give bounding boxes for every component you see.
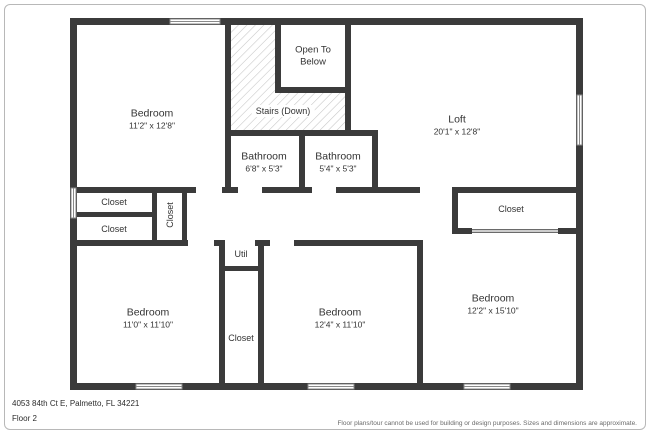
floor-label: Floor 2 bbox=[12, 414, 37, 423]
room-dims-bedroom-bottom-right: 12'2" x 15'10" bbox=[467, 305, 519, 316]
window-symbols bbox=[70, 18, 583, 390]
room-label-bathroom-right: Bathroom 5'4" x 5'3" bbox=[315, 151, 361, 174]
room-dims-bedroom-top-left: 11'2" x 12'8" bbox=[129, 120, 175, 131]
room-label-bedroom-bottom-right: Bedroom 12'2" x 15'10" bbox=[467, 293, 518, 316]
room-label-bedroom-top-left: Bedroom 11'2" x 12'8" bbox=[129, 108, 175, 131]
disclaimer-text: Floor plans/tour cannot be used for buil… bbox=[337, 420, 637, 427]
room-name-loft: Loft bbox=[448, 113, 466, 126]
property-address: 4053 84th Ct E, Palmetto, FL 34221 bbox=[12, 399, 140, 408]
room-dims-bedroom-bottom-center: 12'4" x 11'10" bbox=[314, 319, 366, 330]
closet-left-upper-label: Closet bbox=[101, 197, 127, 207]
room-name-bedroom-top-left: Bedroom bbox=[130, 107, 174, 120]
room-name-bedroom-bottom-right: Bedroom bbox=[471, 292, 515, 305]
room-name-bedroom-bottom-left: Bedroom bbox=[126, 306, 170, 319]
closet-bottom-label: Closet bbox=[228, 333, 254, 343]
open-to-below-label: Open To Below bbox=[295, 45, 331, 70]
closet-left-lower-label: Closet bbox=[101, 224, 127, 234]
room-label-bedroom-bottom-center: Bedroom 12'4" x 11'10" bbox=[315, 307, 366, 330]
stairs-hatch-area bbox=[231, 25, 345, 130]
open-to-below-line2: Below bbox=[300, 57, 326, 68]
room-name-bathroom-right: Bathroom bbox=[315, 150, 361, 163]
room-dims-bathroom-right: 5'4" x 5'3" bbox=[319, 163, 357, 174]
closet-left-vertical-label: Closet bbox=[165, 202, 175, 228]
open-to-below-line1: Open To bbox=[295, 44, 331, 56]
room-label-bathroom-left: Bathroom 6'8" x 5'3" bbox=[241, 151, 287, 174]
stairs-label: Stairs (Down) bbox=[251, 105, 315, 117]
room-dims-bathroom-left: 6'8" x 5'3" bbox=[245, 163, 283, 174]
room-label-loft: Loft 20'1" x 12'8" bbox=[434, 114, 481, 137]
room-dims-bedroom-bottom-left: 11'0" x 11'10" bbox=[122, 319, 174, 330]
util-label: Util bbox=[234, 249, 248, 259]
room-name-bathroom-left: Bathroom bbox=[241, 150, 287, 163]
closet-right-label: Closet bbox=[498, 204, 524, 214]
room-label-bedroom-bottom-left: Bedroom 11'0" x 11'10" bbox=[123, 307, 173, 330]
interior-walls bbox=[70, 18, 583, 390]
room-dims-loft: 20'1" x 12'8" bbox=[433, 126, 481, 137]
room-name-bedroom-bottom-center: Bedroom bbox=[318, 306, 362, 319]
